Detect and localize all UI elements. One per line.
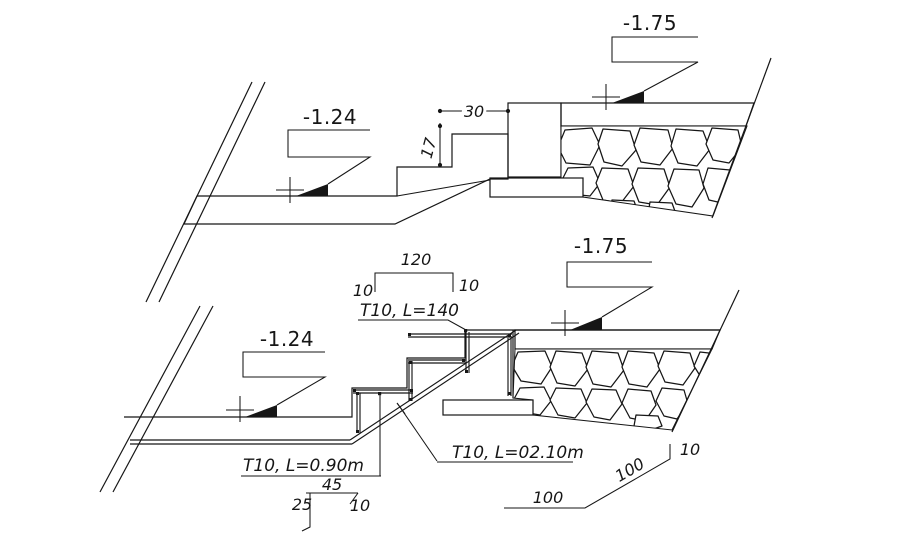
top-section-view: 30 17 -1.24 -1.75 — [145, 11, 772, 303]
ground-break-line-right-2 — [671, 289, 740, 433]
ground-break-line-right — [711, 57, 772, 219]
dim-17-label: 17 — [417, 135, 441, 160]
rebar-label-incline: T10, L=02.10m — [401, 409, 584, 463]
rubble-masonry-2 — [513, 349, 712, 430]
bottom-section-view: 120 10 10 T10, L=140 T10, L=0.90m 45 25 … — [99, 234, 740, 532]
dim-10-right-label: 10 — [459, 276, 479, 295]
rebar-incline-bar — [130, 329, 520, 445]
elevation-marker-bottom-left: -1.24 — [226, 327, 327, 422]
dim-45-label: 45 — [322, 475, 342, 494]
landing-slab — [560, 102, 755, 127]
elevation-value: -1.75 — [623, 11, 677, 35]
elevation-marker-bottom-right: -1.75 — [551, 234, 654, 336]
dim-100-slope-label: 100 — [612, 454, 648, 486]
elevation-value: -1.24 — [260, 327, 314, 351]
dim-30-label: 30 — [464, 102, 484, 121]
dim-120-label: 120 — [401, 250, 432, 269]
dim-25-label: 25 — [292, 495, 312, 514]
elevation-marker-top-right: -1.75 — [592, 11, 699, 110]
bar-shape-45: 45 25 10 — [292, 475, 370, 532]
dim-10-left-label: 10 — [353, 281, 373, 300]
footing-concrete — [489, 177, 584, 198]
ground-break-lines-left — [145, 81, 266, 303]
dim-10-end-label: 10 — [680, 440, 700, 459]
footing-concrete-2 — [442, 399, 534, 416]
bar-bottom-label-text: T10, L=0.90m — [243, 456, 364, 476]
bar-incline-label-text: T10, L=02.10m — [452, 443, 584, 463]
bar-shape-120: 120 10 10 — [353, 250, 479, 300]
wall-block — [507, 102, 562, 178]
elevation-marker-top-left: -1.24 — [276, 105, 372, 203]
dim-10-hook-label: 10 — [350, 496, 370, 515]
rebar-step-bars — [353, 332, 512, 433]
elevation-value: -1.75 — [574, 234, 628, 258]
ground-break-lines-left-2 — [99, 305, 214, 493]
step-outline — [124, 329, 720, 418]
rebar-label-bottom: T10, L=0.90m — [241, 392, 382, 477]
rebar-label-top: T10, L=140 — [358, 301, 468, 333]
concrete-step-mass — [183, 133, 509, 225]
bar-top-label-text: T10, L=140 — [360, 301, 459, 321]
dim-100-horiz-label: 100 — [533, 488, 564, 507]
dimension-tread-width: 30 — [437, 99, 511, 124]
mass-inner-edge — [396, 179, 491, 197]
rubble-masonry — [561, 126, 747, 216]
dimension-riser-height: 17 — [417, 123, 443, 168]
elevation-value: -1.24 — [303, 105, 357, 129]
landing-slab-2 — [514, 329, 721, 350]
